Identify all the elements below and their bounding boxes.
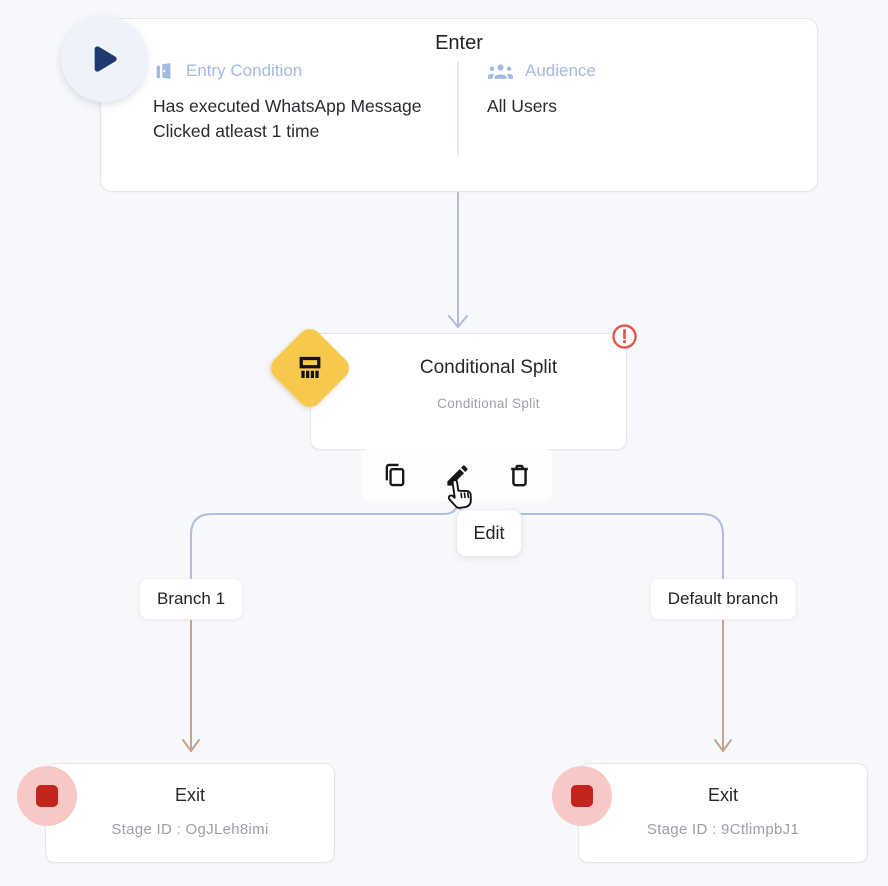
edit-tooltip: Edit [456,509,522,557]
exit-node-stage-id: Stage ID : 9CtlimpbJ1 [646,821,800,838]
conditional-split-node-card[interactable]: Conditional Split Conditional Split [310,333,627,450]
wire-arrowhead [714,739,732,752]
split-node-badge [266,324,354,412]
exit-node-stage-id: Stage ID : OgJLeh8imi [111,821,269,838]
exit-node-badge-2 [552,766,612,826]
exit-node-title: Exit [707,785,738,805]
audience-label: Audience [525,61,596,80]
wire-arrowhead [448,315,468,328]
edit-button[interactable] [442,460,472,490]
branch-label-default: Default branch [650,579,796,619]
play-icon [82,37,126,81]
entry-condition-section: Entry Condition Has executed WhatsApp Me… [153,59,443,144]
exit-node-title: Exit [174,785,205,805]
delete-button[interactable] [504,460,534,490]
enter-node-title: Enter [435,32,483,54]
exit-node-badge-1 [17,766,77,826]
copy-button[interactable] [380,460,410,490]
audience-value: All Users [487,96,558,116]
entry-condition-label: Entry Condition [186,61,303,80]
exit-node-card-1[interactable]: Exit Stage ID : OgJLeh8imi [45,763,335,863]
stop-square-icon [571,785,593,807]
audience-section: Audience All Users [487,59,777,119]
section-divider [457,61,459,157]
groups-icon [487,62,514,81]
enter-node-card[interactable]: Enter Entry Condition Has executed Whats… [100,18,818,192]
wire-arrowhead [182,739,200,752]
door-icon [153,60,175,82]
stop-square-icon [36,785,58,807]
split-icon [295,353,325,383]
split-node-subtitle: Conditional Split [437,396,540,411]
node-toolbar [362,449,552,501]
error-exclamation-icon[interactable] [611,323,638,350]
entry-condition-value: Has executed WhatsApp Message Clicked at… [153,96,422,141]
wire-split-left [190,496,459,581]
branch-label-1: Branch 1 [139,579,243,619]
exit-node-card-2[interactable]: Exit Stage ID : 9CtlimpbJ1 [578,763,868,863]
split-node-title: Conditional Split [419,357,558,378]
start-node-button[interactable] [61,16,147,102]
